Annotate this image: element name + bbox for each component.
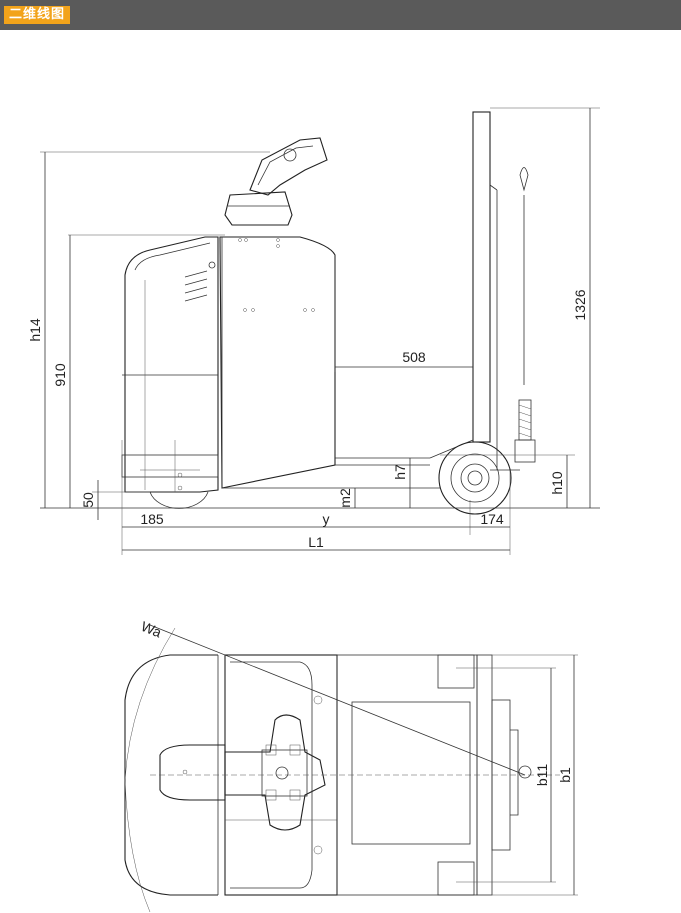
dim-185: 185 [140, 511, 164, 527]
dim-h14: h14 [27, 318, 43, 342]
dim-174: 174 [480, 511, 504, 527]
dim-m2: m2 [337, 488, 353, 508]
dim-50: 50 [80, 492, 96, 508]
side-view: h14 910 50 185 y 174 L1 m2 h7 508 h10 13… [27, 107, 600, 555]
dim-b1: b1 [557, 767, 573, 783]
dim-L1: L1 [308, 534, 324, 550]
dim-Wa: Wa [139, 618, 164, 641]
dim-h10: h10 [549, 471, 565, 495]
dim-b11: b11 [534, 764, 550, 787]
header-bar: 二维线图 [0, 0, 681, 30]
dim-508: 508 [402, 349, 426, 365]
dim-1326: 1326 [572, 289, 588, 320]
dim-y: y [323, 511, 330, 527]
dim-h7: h7 [392, 464, 408, 480]
dim-910: 910 [52, 363, 68, 387]
section-title-tag: 二维线图 [4, 6, 71, 24]
top-view: Wa b11 b1 [124, 618, 578, 913]
